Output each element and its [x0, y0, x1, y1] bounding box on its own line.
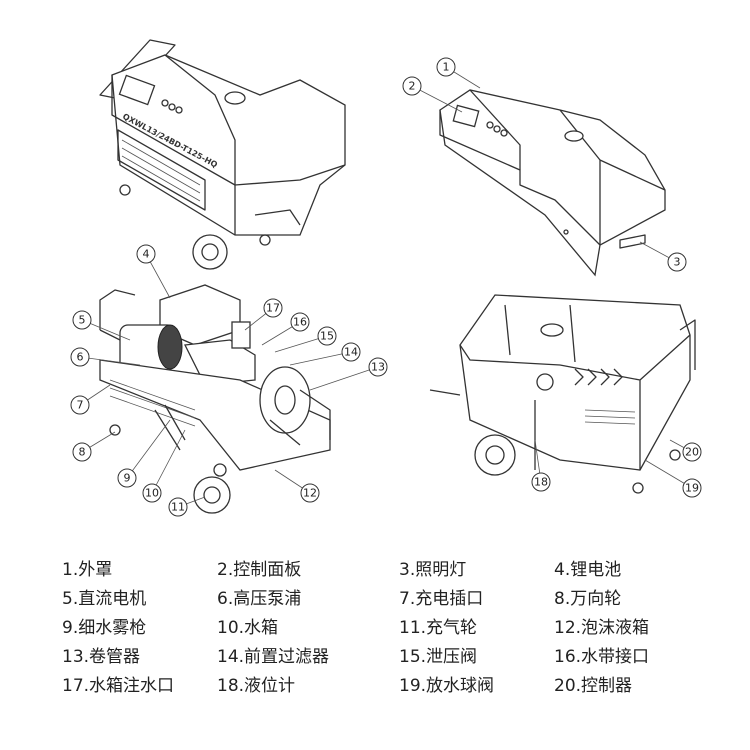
callout-number: 18	[534, 476, 548, 489]
callout-circle	[300, 483, 320, 503]
callout-number: 1	[443, 61, 450, 74]
callout-circle	[341, 342, 361, 362]
legend-item: 14.前置过滤器	[217, 647, 330, 667]
callout-10: 10	[142, 483, 162, 503]
callout-16: 16	[290, 312, 310, 332]
callout-number: 10	[145, 487, 159, 500]
callout-number: 3	[674, 256, 681, 269]
callout-circle	[142, 483, 162, 503]
legend-item: 18.液位计	[217, 676, 296, 696]
callout-circle	[436, 57, 456, 77]
legend-item: 10.水箱	[217, 618, 279, 638]
legend-item: 5.直流电机	[62, 589, 147, 609]
callout-circle	[667, 252, 687, 272]
callout-circle	[368, 357, 388, 377]
rear-view	[429, 294, 696, 494]
legend-item: 11.充气轮	[399, 618, 478, 638]
callout-18: 18	[531, 472, 551, 492]
callout-circle	[531, 472, 551, 492]
callout-number: 19	[685, 482, 699, 495]
callout-circle	[70, 347, 90, 367]
callout-circle	[402, 76, 422, 96]
callout-circle	[317, 326, 337, 346]
callout-number: 13	[371, 361, 385, 374]
callout-number: 7	[77, 399, 84, 412]
callout-circle	[168, 497, 188, 517]
legend-item: 19.放水球阀	[399, 676, 495, 696]
callout-circle	[72, 310, 92, 330]
callout-circle	[72, 442, 92, 462]
callout-17: 17	[263, 298, 283, 318]
callout-14: 14	[341, 342, 361, 362]
callout-6: 6	[70, 347, 90, 367]
callout-number: 16	[293, 316, 307, 329]
parts-legend: 1.外罩 2.控制面板 3.照明灯 4.锂电池 5.直流电机 6.高压泵浦 7.…	[62, 560, 702, 696]
callout-circle	[682, 442, 702, 462]
callout-number: 4	[143, 248, 150, 261]
callout-circle	[117, 468, 137, 488]
callout-number: 5	[79, 314, 86, 327]
callout-8: 8	[72, 442, 92, 462]
callout-number: 20	[685, 446, 699, 459]
legend-item: 9.细水雾枪	[62, 618, 147, 638]
legend-item: 1.外罩	[62, 560, 113, 580]
callout-1: 1	[436, 57, 456, 77]
legend-item: 20.控制器	[554, 676, 633, 696]
assembled-machine-view: QXWL13/24BD-T125-HQ	[99, 39, 346, 270]
leader-lines	[79, 66, 693, 508]
callout-9: 9	[117, 468, 137, 488]
callout-7: 7	[70, 395, 90, 415]
callout-number: 17	[266, 302, 280, 315]
callout-19: 19	[682, 478, 702, 498]
callout-13: 13	[368, 357, 388, 377]
cover-view	[439, 89, 666, 277]
legend-item: 12.泡沫液箱	[554, 618, 650, 638]
legend-item: 13.卷管器	[62, 647, 141, 667]
legend-item: 4.锂电池	[554, 560, 622, 580]
legend-item: 7.充电插口	[399, 589, 484, 609]
callout-5: 5	[72, 310, 92, 330]
internal-view	[99, 284, 331, 514]
callout-circle	[290, 312, 310, 332]
legend-item: 17.水箱注水口	[62, 676, 175, 696]
callout-number: 6	[77, 351, 84, 364]
callout-circle	[682, 478, 702, 498]
callout-12: 12	[300, 483, 320, 503]
callout-4: 4	[136, 244, 156, 264]
callout-number: 15	[320, 330, 334, 343]
legend-item: 3.照明灯	[399, 560, 467, 580]
legend-item: 6.高压泵浦	[217, 589, 302, 609]
legend-item: 15.泄压阀	[399, 647, 478, 667]
callout-circle	[70, 395, 90, 415]
callouts: 1 2 3 4 5 6 7 8 9 10 11 12 13 14 15 16 1…	[70, 57, 702, 517]
callout-3: 3	[667, 252, 687, 272]
callout-circle	[136, 244, 156, 264]
callout-number: 9	[124, 472, 131, 485]
legend-item: 16.水带接口	[554, 647, 650, 667]
callout-number: 8	[79, 446, 86, 459]
callout-number: 12	[303, 487, 317, 500]
callout-20: 20	[682, 442, 702, 462]
callout-number: 2	[409, 80, 416, 93]
callout-2: 2	[402, 76, 422, 96]
legend-item: 2.控制面板	[217, 560, 302, 580]
callout-number: 11	[171, 501, 185, 514]
callout-15: 15	[317, 326, 337, 346]
callout-number: 14	[344, 346, 358, 359]
callout-11: 11	[168, 497, 188, 517]
legend-item: 8.万向轮	[554, 589, 622, 609]
callout-circle	[263, 298, 283, 318]
